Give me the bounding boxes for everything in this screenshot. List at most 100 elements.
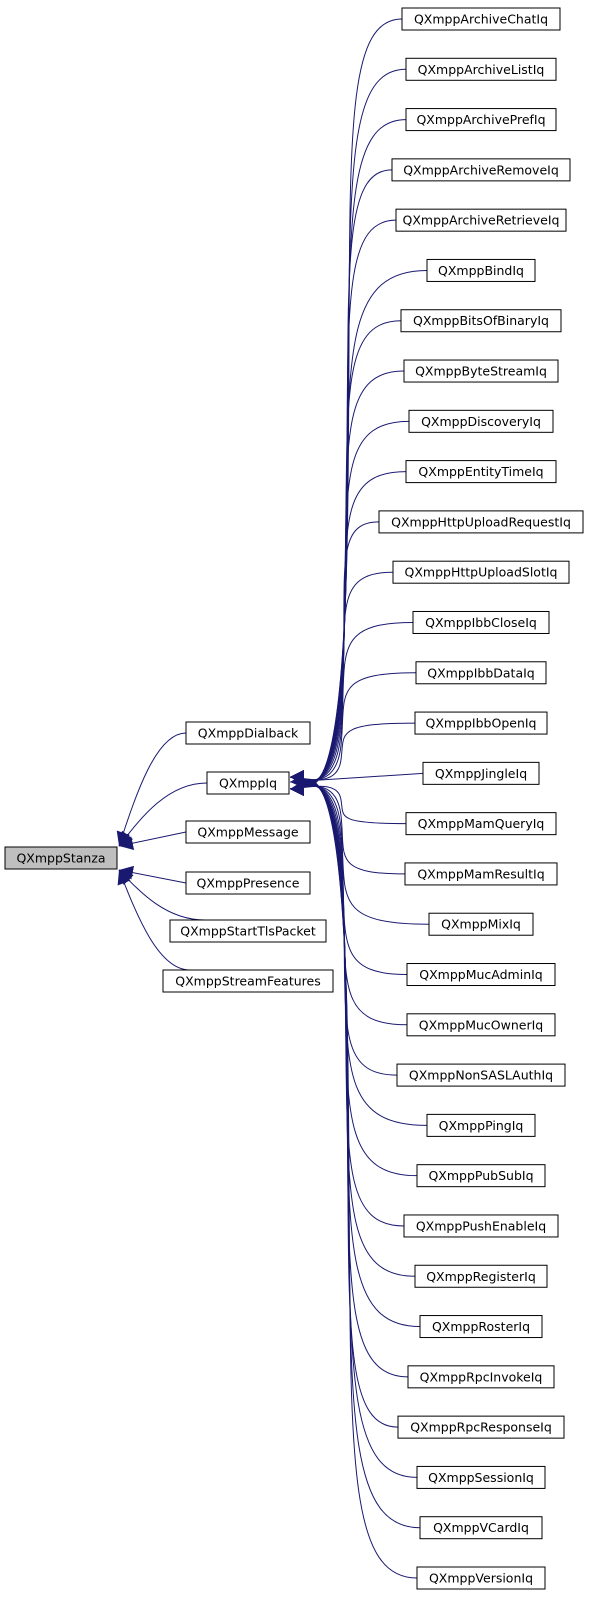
node-qxmpp-stream-features-label: QXmppStreamFeatures bbox=[175, 974, 320, 989]
node-qxmpp-stanza-label: QXmppStanza bbox=[16, 851, 105, 866]
node-qxmpp-mam-result-iq-box bbox=[404, 862, 558, 886]
node-qxmpp-muc-owner-iq-box bbox=[406, 1013, 556, 1037]
node-qxmpp-rpc-response-iq[interactable]: QXmppRpcResponseIq bbox=[397, 1415, 565, 1439]
node-qxmpp-version-iq-label: QXmppVersionIq bbox=[429, 1571, 533, 1586]
node-qxmpp-message-label: QXmppMessage bbox=[197, 825, 299, 840]
node-qxmpp-ibb-close-iq-box bbox=[412, 610, 550, 634]
node-qxmpp-start-tls-packet-label: QXmppStartTlsPacket bbox=[180, 924, 316, 939]
node-qxmpp-vcard-iq[interactable]: QXmppVCardIq bbox=[419, 1516, 543, 1540]
node-qxmpp-jingle-iq-label: QXmppJingleIq bbox=[435, 766, 527, 781]
node-qxmpp-presence-label: QXmppPresence bbox=[196, 876, 299, 891]
node-qxmpp-bits-of-binary-iq[interactable]: QXmppBitsOfBinaryIq bbox=[400, 309, 562, 333]
node-qxmpp-non-saslauth-iq[interactable]: QXmppNonSASLAuthIq bbox=[396, 1063, 566, 1087]
edge-qxmpp-message-to-stanza bbox=[118, 831, 187, 850]
edges-layer bbox=[116, 18, 430, 1579]
node-qxmpp-discovery-iq[interactable]: QXmppDiscoveryIq bbox=[408, 409, 554, 433]
node-qxmpp-ibb-data-iq[interactable]: QXmppIbbDataIq bbox=[415, 661, 547, 685]
node-qxmpp-roster-iq[interactable]: QXmppRosterIq bbox=[419, 1315, 543, 1339]
node-qxmpp-archive-retrieve-iq-box bbox=[395, 208, 567, 232]
edge-qxmpp-mam-query-iq-to-iq bbox=[289, 781, 407, 825]
node-qxmpp-stream-features-box bbox=[162, 969, 334, 993]
node-qxmpp-bits-of-binary-iq-label: QXmppBitsOfBinaryIq bbox=[413, 313, 549, 328]
node-qxmpp-pub-sub-iq[interactable]: QXmppPubSubIq bbox=[416, 1164, 546, 1188]
edge-qxmpp-stream-features-to-stanza bbox=[117, 869, 191, 971]
node-qxmpp-dialback-label: QXmppDialback bbox=[198, 726, 299, 741]
node-qxmpp-roster-iq-box bbox=[419, 1315, 543, 1339]
node-qxmpp-archive-list-iq[interactable]: QXmppArchiveListIq bbox=[405, 57, 557, 81]
node-qxmpp-jingle-iq-box bbox=[422, 761, 540, 785]
node-qxmpp-version-iq[interactable]: QXmppVersionIq bbox=[416, 1566, 546, 1590]
node-qxmpp-muc-admin-iq[interactable]: QXmppMucAdminIq bbox=[406, 963, 556, 987]
node-qxmpp-mam-result-iq[interactable]: QXmppMamResultIq bbox=[404, 862, 558, 886]
node-qxmpp-archive-retrieve-iq[interactable]: QXmppArchiveRetrieveIq bbox=[395, 208, 567, 232]
edge-qxmpp-presence-to-stanza bbox=[118, 865, 187, 884]
node-qxmpp-discovery-iq-box bbox=[408, 409, 554, 433]
node-qxmpp-discovery-iq-label: QXmppDiscoveryIq bbox=[421, 414, 541, 429]
node-qxmpp-http-upload-request-iq-box bbox=[378, 510, 584, 534]
node-qxmpp-ping-iq-box bbox=[426, 1113, 536, 1137]
edge-qxmpp-ibb-close-iq-to-iq bbox=[289, 621, 414, 785]
edge-qxmpp-mix-iq-to-iq bbox=[289, 781, 430, 925]
node-qxmpp-jingle-iq[interactable]: QXmppJingleIq bbox=[422, 761, 540, 785]
node-qxmpp-pub-sub-iq-label: QXmppPubSubIq bbox=[428, 1168, 533, 1183]
node-qxmpp-archive-chat-iq[interactable]: QXmppArchiveChatIq bbox=[401, 7, 561, 31]
node-qxmpp-http-upload-slot-iq-label: QXmppHttpUploadSlotIq bbox=[405, 565, 558, 580]
node-qxmpp-message-box bbox=[185, 820, 311, 844]
node-qxmpp-entity-time-iq[interactable]: QXmppEntityTimeIq bbox=[405, 460, 557, 484]
edge-qxmpp-ibb-open-iq-to-iq bbox=[289, 722, 416, 785]
edge-qxmpp-archive-chat-iq-to-iq bbox=[289, 18, 403, 787]
node-qxmpp-ping-iq[interactable]: QXmppPingIq bbox=[426, 1113, 536, 1137]
node-qxmpp-byte-stream-iq-box bbox=[403, 359, 559, 383]
node-qxmpp-session-iq[interactable]: QXmppSessionIq bbox=[416, 1465, 546, 1489]
edge-qxmpp-register-iq-to-iq bbox=[289, 781, 416, 1277]
node-qxmpp-vcard-iq-box bbox=[419, 1516, 543, 1540]
node-qxmpp-archive-remove-iq[interactable]: QXmppArchiveRemoveIq bbox=[391, 158, 571, 182]
node-qxmpp-muc-admin-iq-label: QXmppMucAdminIq bbox=[419, 967, 543, 982]
node-qxmpp-archive-list-iq-box bbox=[405, 57, 557, 81]
node-qxmpp-dialback[interactable]: QXmppDialback bbox=[185, 721, 311, 745]
node-qxmpp-non-saslauth-iq-label: QXmppNonSASLAuthIq bbox=[409, 1068, 553, 1083]
node-qxmpp-http-upload-slot-iq-box bbox=[392, 560, 570, 584]
node-qxmpp-mam-query-iq-box bbox=[405, 812, 557, 836]
node-qxmpp-http-upload-slot-iq[interactable]: QXmppHttpUploadSlotIq bbox=[392, 560, 570, 584]
node-qxmpp-ibb-close-iq-label: QXmppIbbCloseIq bbox=[425, 615, 537, 630]
node-qxmpp-mix-iq[interactable]: QXmppMixIq bbox=[428, 912, 534, 936]
node-qxmpp-vcard-iq-label: QXmppVCardIq bbox=[433, 1520, 529, 1535]
node-qxmpp-presence[interactable]: QXmppPresence bbox=[185, 871, 311, 895]
node-qxmpp-ibb-open-iq-box bbox=[414, 711, 548, 735]
node-qxmpp-archive-chat-iq-label: QXmppArchiveChatIq bbox=[414, 12, 548, 27]
node-qxmpp-message[interactable]: QXmppMessage bbox=[185, 820, 311, 844]
node-qxmpp-push-enable-iq-box bbox=[403, 1214, 559, 1238]
node-qxmpp-ibb-open-iq[interactable]: QXmppIbbOpenIq bbox=[414, 711, 548, 735]
node-qxmpp-archive-pref-iq[interactable]: QXmppArchivePrefIq bbox=[405, 108, 557, 132]
node-qxmpp-ibb-close-iq[interactable]: QXmppIbbCloseIq bbox=[412, 610, 550, 634]
node-qxmpp-http-upload-request-iq[interactable]: QXmppHttpUploadRequestIq bbox=[378, 510, 584, 534]
node-qxmpp-rpc-invoke-iq-label: QXmppRpcInvokeIq bbox=[420, 1369, 543, 1384]
node-qxmpp-http-upload-request-iq-label: QXmppHttpUploadRequestIq bbox=[391, 514, 571, 529]
node-qxmpp-rpc-response-iq-label: QXmppRpcResponseIq bbox=[410, 1420, 552, 1435]
node-qxmpp-mam-query-iq-label: QXmppMamQueryIq bbox=[418, 816, 545, 831]
node-qxmpp-muc-owner-iq[interactable]: QXmppMucOwnerIq bbox=[406, 1013, 556, 1037]
node-qxmpp-session-iq-box bbox=[416, 1465, 546, 1489]
node-qxmpp-archive-list-iq-label: QXmppArchiveListIq bbox=[418, 62, 545, 77]
node-qxmpp-bind-iq-box bbox=[426, 258, 536, 282]
node-qxmpp-byte-stream-iq[interactable]: QXmppByteStreamIq bbox=[403, 359, 559, 383]
node-qxmpp-stream-features[interactable]: QXmppStreamFeatures bbox=[162, 969, 334, 993]
node-qxmpp-bind-iq[interactable]: QXmppBindIq bbox=[426, 258, 536, 282]
node-qxmpp-start-tls-packet[interactable]: QXmppStartTlsPacket bbox=[169, 919, 327, 943]
node-qxmpp-register-iq-box bbox=[414, 1264, 548, 1288]
node-qxmpp-mam-result-iq-label: QXmppMamResultIq bbox=[417, 866, 544, 881]
node-qxmpp-register-iq[interactable]: QXmppRegisterIq bbox=[414, 1264, 548, 1288]
node-qxmpp-push-enable-iq[interactable]: QXmppPushEnableIq bbox=[403, 1214, 559, 1238]
node-qxmpp-mam-query-iq[interactable]: QXmppMamQueryIq bbox=[405, 812, 557, 836]
node-qxmpp-entity-time-iq-box bbox=[405, 460, 557, 484]
node-qxmpp-non-saslauth-iq-box bbox=[396, 1063, 566, 1087]
node-qxmpp-archive-remove-iq-box bbox=[391, 158, 571, 182]
node-qxmpp-rpc-invoke-iq[interactable]: QXmppRpcInvokeIq bbox=[407, 1365, 555, 1389]
node-qxmpp-iq[interactable]: QXmppIq bbox=[206, 771, 290, 795]
node-qxmpp-ibb-data-iq-box bbox=[415, 661, 547, 685]
node-qxmpp-stanza[interactable]: QXmppStanza bbox=[4, 846, 118, 870]
node-qxmpp-bits-of-binary-iq-box bbox=[400, 309, 562, 333]
node-qxmpp-rpc-invoke-iq-box bbox=[407, 1365, 555, 1389]
